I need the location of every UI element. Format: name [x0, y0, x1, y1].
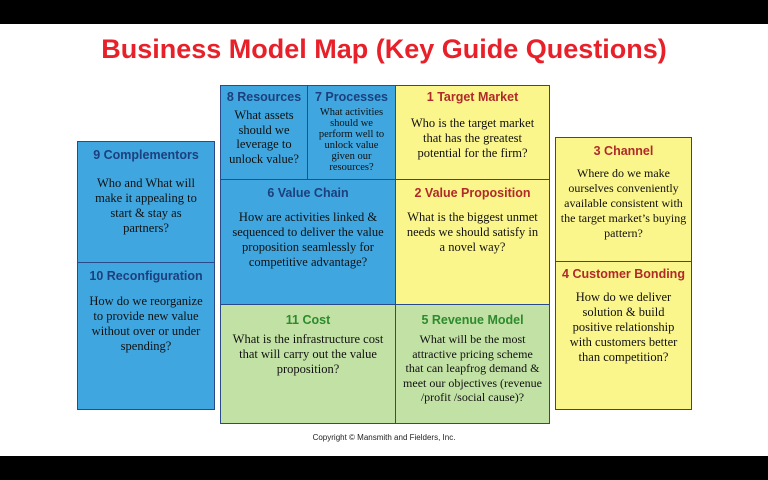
block-customer-bonding-question: How do we deliver solution & build posit…: [569, 290, 678, 364]
block-cost: 11 Cost What is the infrastructure cost …: [220, 304, 396, 424]
page-title: Business Model Map (Key Guide Questions): [101, 34, 667, 64]
block-channel-title: 3 Channel: [593, 144, 654, 158]
block-complementors-title: 9 Complementors: [93, 148, 199, 162]
block-resources-title: 8 Resources: [226, 90, 302, 104]
block-target-market-title: 1 Target Market: [426, 90, 519, 104]
block-reconfiguration: 10 Reconfiguration How do we reorganize …: [77, 262, 215, 410]
block-value-chain-question: How are activities linked & sequenced to…: [232, 210, 384, 269]
block-reconfiguration-question: How do we reorganize to provide new valu…: [89, 294, 203, 353]
block-revenue-model: 5 Revenue Model What will be the most at…: [395, 304, 550, 424]
slide: Business Model Map (Key Guide Questions)…: [0, 24, 768, 456]
block-value-chain-title: 6 Value Chain: [267, 186, 349, 200]
block-resources: 8 Resources What assets should we levera…: [220, 85, 308, 180]
block-customer-bonding-title: 4 Customer Bonding: [562, 267, 685, 281]
block-channel: 3 Channel Where do we make ourselves con…: [555, 137, 692, 262]
block-value-proposition-question: What is the biggest unmet needs we shoul…: [406, 210, 539, 254]
block-channel-question: Where do we make ourselves conveniently …: [560, 166, 687, 240]
block-revenue-model-question: What will be the most attractive pricing…: [403, 332, 542, 404]
block-value-proposition-title: 2 Value Proposition: [414, 186, 531, 200]
block-resources-question: What assets should we leverage to unlock…: [229, 108, 299, 166]
block-complementors: 9 Complementors Who and What will make i…: [77, 141, 215, 263]
block-processes: 7 Processes What activities should we pe…: [307, 85, 396, 180]
block-target-market: 1 Target Market Who is the target market…: [395, 85, 550, 180]
block-value-proposition: 2 Value Proposition What is the biggest …: [395, 179, 550, 305]
copyright-text: Copyright © Mansmith and Fielders, Inc.: [312, 433, 456, 442]
block-value-chain: 6 Value Chain How are activities linked …: [220, 179, 396, 305]
block-cost-question: What is the infrastructure cost that wil…: [232, 332, 384, 376]
block-target-market-question: Who is the target market that has the gr…: [410, 116, 535, 160]
block-reconfiguration-title: 10 Reconfiguration: [89, 269, 203, 283]
block-complementors-question: Who and What will make it appealing to s…: [95, 176, 197, 235]
block-customer-bonding: 4 Customer Bonding How do we deliver sol…: [555, 261, 692, 410]
block-processes-question: What activities should we perform well t…: [318, 107, 385, 173]
block-revenue-model-title: 5 Revenue Model: [421, 313, 524, 327]
block-processes-title: 7 Processes: [315, 90, 388, 104]
block-cost-title: 11 Cost: [285, 313, 331, 327]
